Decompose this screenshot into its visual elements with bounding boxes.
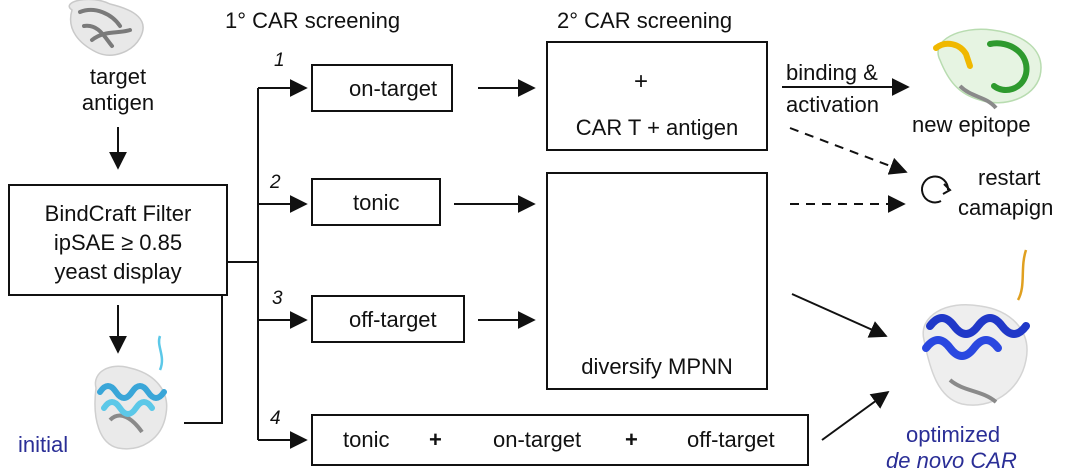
branch-tree <box>184 88 259 440</box>
branch-4-plus-2: + <box>625 427 638 452</box>
branch-2-box: tonic <box>311 178 441 226</box>
restart-icon-tip <box>942 183 952 195</box>
branch-number-2: 2 <box>270 172 281 193</box>
initial-binder-molecule <box>94 335 168 450</box>
bindcraft-filter-text: BindCraft Filter ipSAE ≥ 0.85 yeast disp… <box>10 199 226 286</box>
car-t-antigen-label: CAR T + antigen <box>575 115 739 140</box>
target-antigen-label-line2: antigen <box>81 90 155 115</box>
arrow-4-to-optimized <box>821 390 890 441</box>
filter-line-1: BindCraft Filter <box>44 201 192 226</box>
binding-label-line1: binding & <box>786 60 878 85</box>
dashed-arrow-cart-restart <box>789 127 908 175</box>
branch-1-box: on-target <box>311 64 453 112</box>
optimized-label-line1: optimized <box>906 422 1001 447</box>
primary-screening-title: 1° CAR screening <box>225 8 401 33</box>
target-antigen-label: target antigen <box>48 64 188 116</box>
new-epitope-label: new epitope <box>912 112 1031 137</box>
arrow-mpnn-to-optimized <box>791 293 888 338</box>
diversify-mpnn-label: diversify MPNN <box>581 354 733 379</box>
branch-3-box: off-target <box>311 295 465 343</box>
optimized-label-line2: de novo CAR <box>886 448 1017 473</box>
restart-icon <box>921 175 950 204</box>
car-t-antigen-box: + CAR T + antigen <box>546 41 768 151</box>
binding-label-line2: activation <box>786 92 879 117</box>
branch-number-4: 4 <box>270 408 281 429</box>
branch-4-on-target-label: on-target <box>493 427 582 452</box>
branch-number-1: 1 <box>274 50 285 71</box>
branch-4-plus-1: + <box>429 427 442 452</box>
initial-label: initial <box>18 432 69 457</box>
target-antigen-label-line1: target <box>89 64 147 89</box>
branch-3-label: off-target <box>349 307 437 332</box>
secondary-screening-title: 2° CAR screening <box>557 8 733 33</box>
branch-1-label: on-target <box>349 76 438 101</box>
branch-number-3: 3 <box>272 288 283 309</box>
branch-4-box: tonic + on-target + off-target <box>311 414 809 466</box>
diversify-mpnn-box: diversify MPNN <box>546 172 768 390</box>
restart-label-line2: camapign <box>958 195 1054 220</box>
branch-2-label: tonic <box>353 190 400 215</box>
filter-line-2: ipSAE ≥ 0.85 <box>53 230 183 255</box>
restart-label-line1: restart <box>978 165 1041 190</box>
branch-4-off-target-label: off-target <box>687 427 775 452</box>
new-epitope-molecule <box>933 28 1042 110</box>
optimized-car-molecule <box>922 249 1030 406</box>
bindcraft-filter-box: BindCraft Filter ipSAE ≥ 0.85 yeast disp… <box>8 184 228 296</box>
target-antigen-molecule <box>68 0 144 56</box>
filter-line-3: yeast display <box>54 259 182 284</box>
branch-4-tonic-label: tonic <box>343 427 390 452</box>
car-t-plus-sign: + <box>634 68 649 95</box>
